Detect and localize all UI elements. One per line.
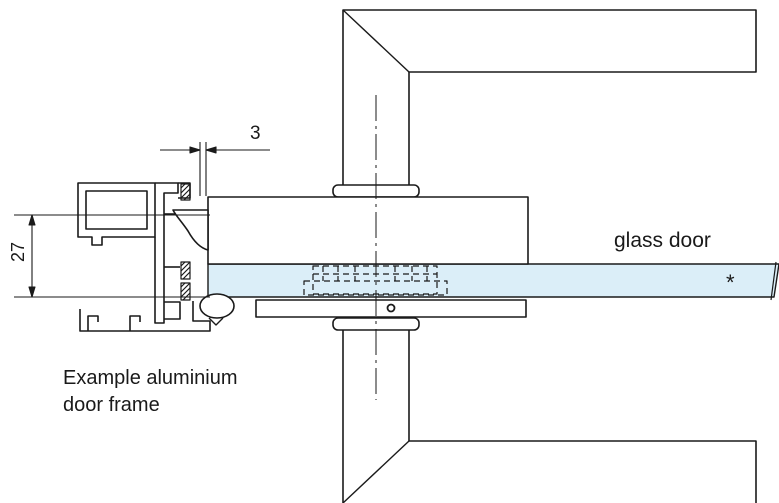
upper-handle-corner-line xyxy=(342,9,410,73)
asterisk-mark: * xyxy=(726,270,735,295)
dimension-3 xyxy=(160,142,270,196)
seal-bulb xyxy=(199,293,235,319)
frame-gaskets xyxy=(180,183,191,301)
lower-handle-bar xyxy=(342,330,757,503)
upper-clamp-plate xyxy=(207,196,529,265)
glass-door-label: glass door xyxy=(614,229,711,252)
lower-handle-corner-line xyxy=(342,440,410,503)
lower-clamp-plate xyxy=(255,299,527,318)
frame-caption-line2: door frame xyxy=(63,394,160,416)
aluminium-frame-profile xyxy=(77,182,211,332)
latch-strike xyxy=(172,209,209,251)
dimension-gap-label: 3 xyxy=(250,123,261,144)
upper-handle-bar xyxy=(342,9,757,185)
hidden-fixing-detail xyxy=(303,265,448,296)
seal-foot xyxy=(208,317,224,326)
fixing-screw xyxy=(386,303,396,313)
dimension-27 xyxy=(14,214,210,298)
glass-door-panel xyxy=(207,263,779,298)
glass-break-mark xyxy=(770,261,777,301)
frame-caption-line1: Example aluminium xyxy=(63,367,238,389)
dimension-height-label: 27 xyxy=(8,241,28,262)
